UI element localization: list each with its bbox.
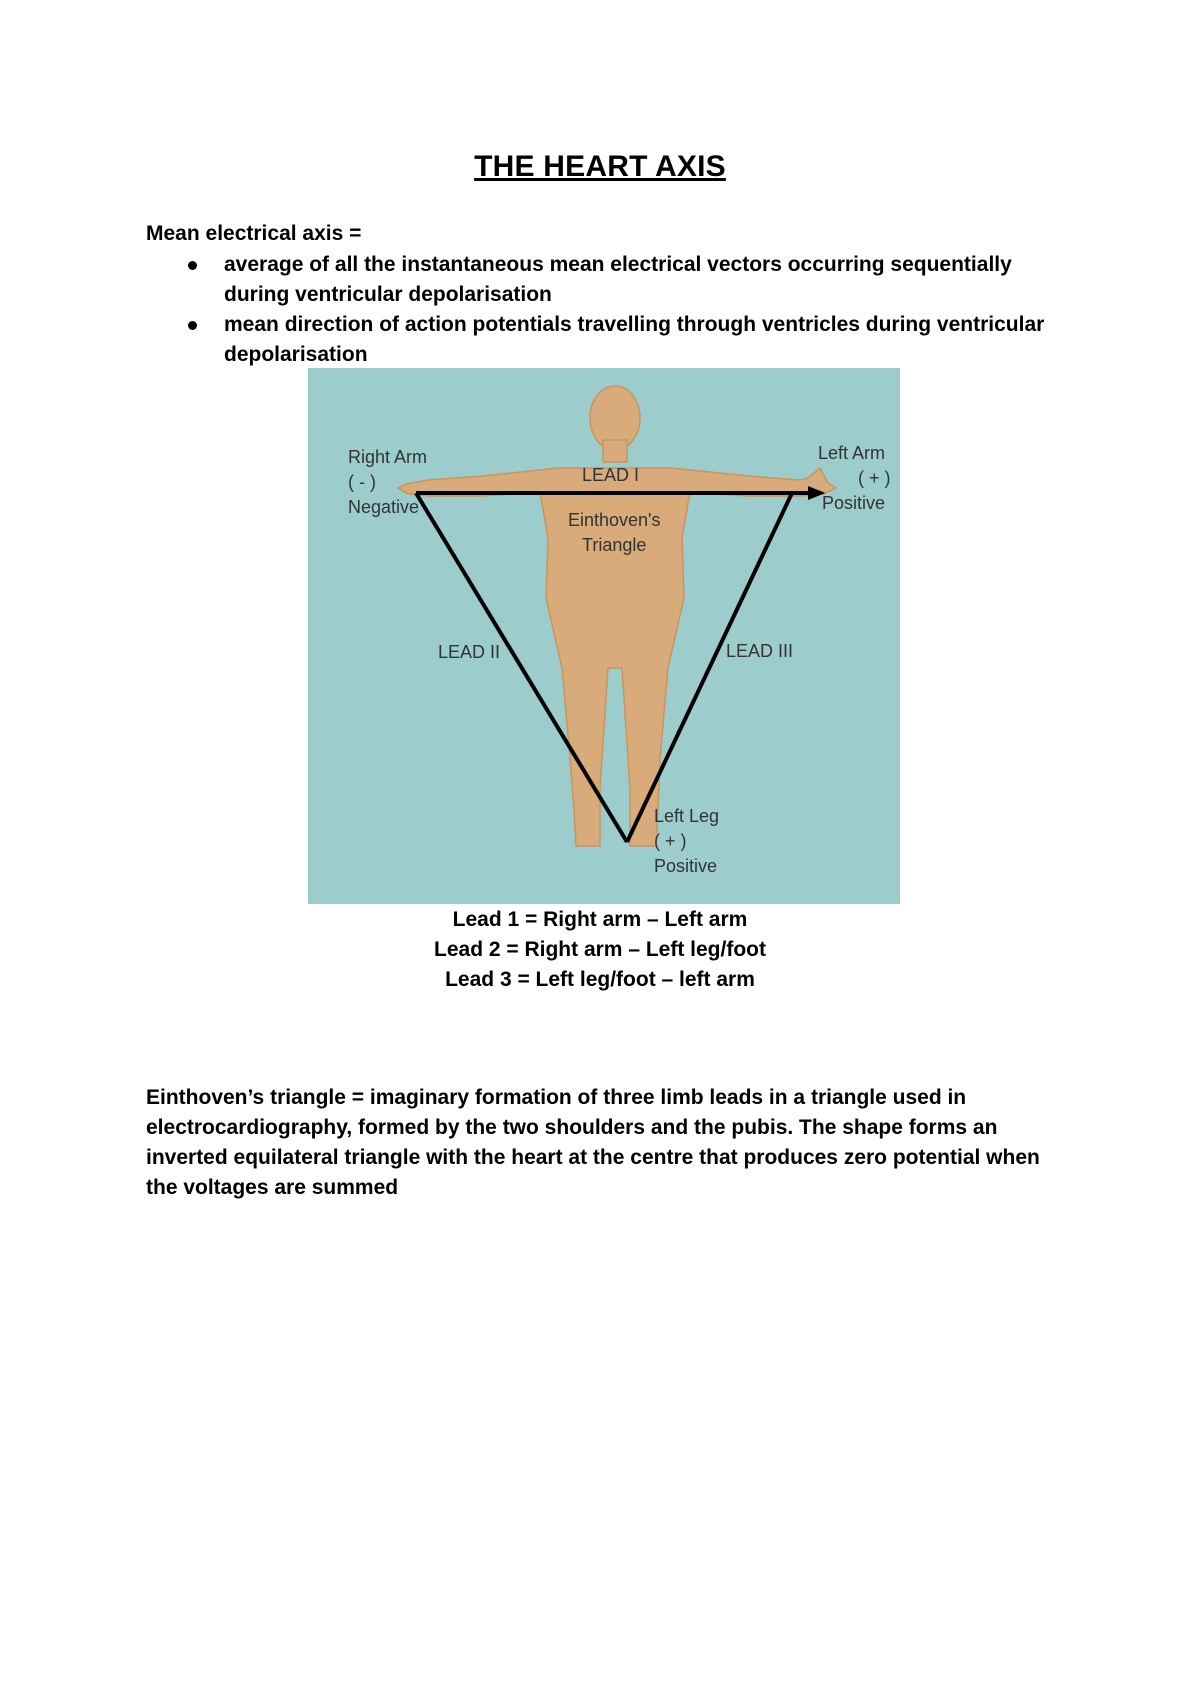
lead-1-label: LEAD I: [582, 465, 639, 485]
list-item: average of all the instantaneous mean el…: [146, 250, 1076, 310]
left-arm-label: Left Arm: [818, 443, 885, 463]
left-leg-polarity: Positive: [654, 856, 717, 876]
bullet-icon: [188, 321, 197, 330]
list-item: mean direction of action potentials trav…: [146, 310, 1076, 370]
left-leg-label: Left Leg: [654, 806, 719, 826]
right-arm-polarity: Negative: [348, 497, 419, 517]
human-silhouette-icon: [398, 386, 836, 846]
triangle-label-line1: Einthoven's: [568, 510, 661, 530]
lead-3-label: LEAD III: [726, 641, 793, 661]
lead-1-definition: Lead 1 = Right arm – Left arm: [0, 905, 1200, 935]
right-arm-label: Right Arm: [348, 447, 427, 467]
lead-3-definition: Lead 3 = Left leg/foot – left arm: [0, 965, 1200, 995]
einthoven-definition: Einthoven’s triangle = imaginary formati…: [146, 1083, 1046, 1203]
bullet-list: average of all the instantaneous mean el…: [146, 250, 1076, 370]
page-title: THE HEART AXIS: [0, 150, 1200, 184]
right-arm-sign: ( - ): [348, 472, 376, 492]
list-item-text: mean direction of action potentials trav…: [224, 313, 1044, 366]
left-arm-sign: ( + ): [858, 468, 891, 488]
lead-2-definition: Lead 2 = Right arm – Left leg/foot: [0, 935, 1200, 965]
triangle-label-line2: Triangle: [582, 535, 646, 555]
lead-2-label: LEAD II: [438, 642, 500, 662]
bullet-icon: [188, 261, 197, 270]
einthoven-svg: Right Arm ( - ) Negative Left Arm ( + ) …: [308, 368, 900, 904]
lead-definitions: Lead 1 = Right arm – Left arm Lead 2 = R…: [0, 905, 1200, 995]
intro-text: Mean electrical axis =: [146, 222, 361, 246]
einthoven-diagram: Right Arm ( - ) Negative Left Arm ( + ) …: [308, 368, 900, 904]
left-arm-polarity: Positive: [822, 493, 885, 513]
left-leg-sign: ( + ): [654, 831, 687, 851]
list-item-text: average of all the instantaneous mean el…: [224, 253, 1012, 306]
